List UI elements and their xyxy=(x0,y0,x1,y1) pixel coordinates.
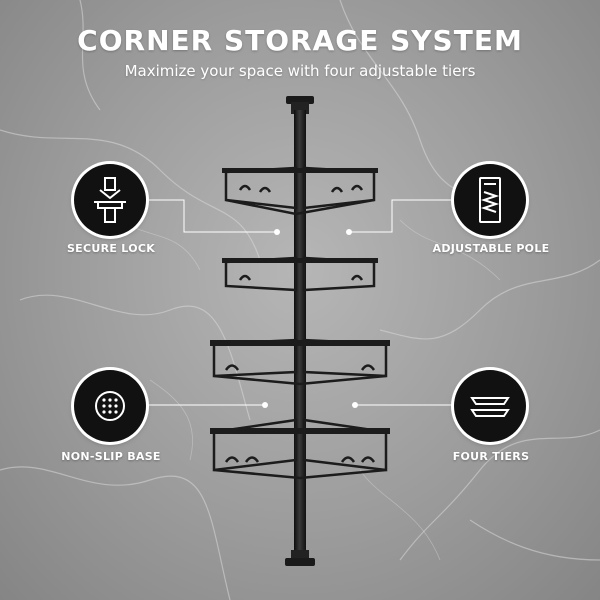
page-title: CORNER STORAGE SYSTEM xyxy=(77,24,523,57)
secure-lock-icon xyxy=(74,164,146,236)
adjustable-pole-label: ADJUSTABLE POLE xyxy=(432,242,550,255)
non-slip-base-icon xyxy=(74,370,146,442)
non-slip-base-label: NON-SLIP BASE xyxy=(61,450,161,463)
adjustable-pole-icon xyxy=(454,164,526,236)
four-tiers-icon xyxy=(454,370,526,442)
secure-lock-label: SECURE LOCK xyxy=(66,242,156,255)
page-subtitle: Maximize your space with four adjustable… xyxy=(124,62,476,80)
four-tiers-label: FOUR TIERS xyxy=(452,450,530,463)
